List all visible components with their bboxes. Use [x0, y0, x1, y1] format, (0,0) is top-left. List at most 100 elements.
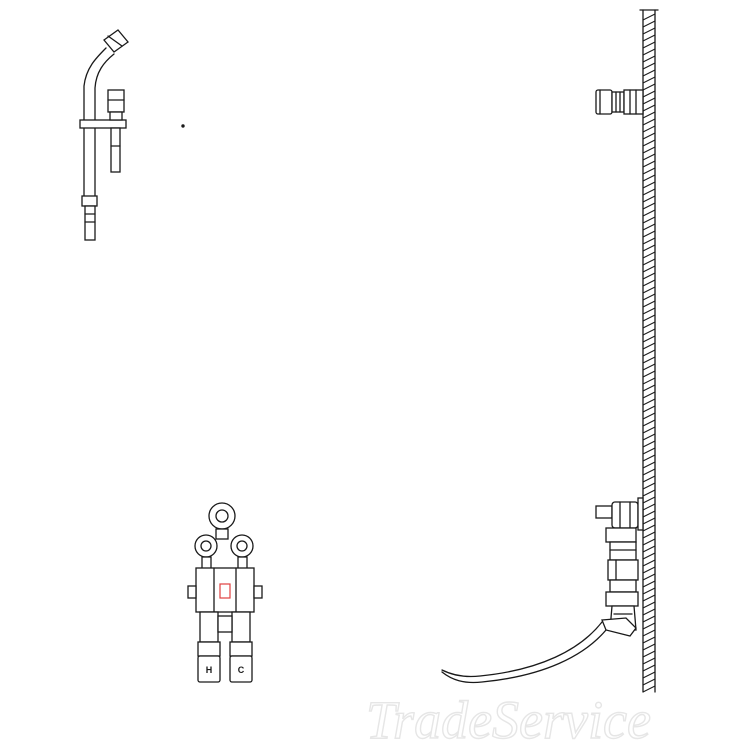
hatch-line [642, 538, 656, 546]
hatch-line [642, 671, 656, 679]
hatch-line [642, 657, 656, 665]
shower-arm-side-view [79, 29, 185, 241]
hatch-line [642, 552, 656, 560]
hatch-line [642, 615, 656, 623]
hatch-line [642, 419, 656, 427]
hatch-line [642, 34, 656, 42]
hatch-line [642, 664, 656, 672]
hatch-line [642, 685, 656, 693]
hatch-line [642, 580, 656, 588]
hatch-line [642, 251, 656, 259]
hatch-line [642, 293, 656, 301]
hatch-line [642, 13, 656, 21]
hatch-line [642, 300, 656, 308]
hatch-line [642, 426, 656, 434]
cold-label: C [238, 665, 245, 675]
hatch-line [642, 594, 656, 602]
red-indicator-marker [219, 583, 231, 599]
hatch-line [642, 174, 656, 182]
hatch-line [642, 55, 656, 63]
hatch-line [642, 601, 656, 609]
hatch-line [642, 202, 656, 210]
watermark-logo: TradeService [366, 690, 651, 750]
hatch-line [642, 104, 656, 112]
hatch-line [642, 76, 656, 84]
hatch-line [642, 622, 656, 630]
hatch-line [642, 27, 656, 35]
hatch-line [642, 447, 656, 455]
hatch-line [642, 496, 656, 504]
hatch-line [642, 377, 656, 385]
hatch-line [642, 342, 656, 350]
hatch-line [642, 629, 656, 637]
hatch-line [642, 314, 656, 322]
hatch-line [642, 531, 656, 539]
hatch-line [642, 244, 656, 252]
hatch-line [642, 328, 656, 336]
hatch-line [642, 181, 656, 189]
hatch-line [642, 160, 656, 168]
hatch-line [642, 335, 656, 343]
hatch-line [642, 216, 656, 224]
hatch-line [642, 146, 656, 154]
hatch-line [642, 517, 656, 525]
hatch-line [642, 62, 656, 70]
hatch-line [642, 587, 656, 595]
hatch-line [642, 678, 656, 686]
wall-shower-head [595, 89, 644, 115]
hatch-line [642, 307, 656, 315]
hatch-line [642, 643, 656, 651]
hatch-line [642, 608, 656, 616]
hatch-line [642, 636, 656, 644]
hatch-line [642, 188, 656, 196]
hatch-line [642, 363, 656, 371]
hatch-line [642, 566, 656, 574]
hatch-line [642, 650, 656, 658]
hatch-line [642, 391, 656, 399]
hatch-line [642, 279, 656, 287]
wall-hatching [642, 13, 656, 693]
hatch-line [642, 524, 656, 532]
hatch-line [642, 412, 656, 420]
hatch-line [642, 223, 656, 231]
hatch-line [642, 286, 656, 294]
hatch-line [642, 139, 656, 147]
hatch-line [642, 265, 656, 273]
hatch-line [642, 69, 656, 77]
mixing-valve-front-view: H C [187, 502, 263, 683]
hatch-line [642, 398, 656, 406]
hatch-line [642, 153, 656, 161]
hatch-line [642, 321, 656, 329]
hot-label: H [206, 665, 213, 675]
wall-section [639, 9, 659, 693]
hatch-line [642, 167, 656, 175]
hatch-line [642, 195, 656, 203]
hatch-line [642, 48, 656, 56]
hatch-line [642, 454, 656, 462]
hatch-line [642, 230, 656, 238]
hatch-line [642, 489, 656, 497]
hatch-line [642, 468, 656, 476]
hatch-line [642, 559, 656, 567]
hatch-line [642, 20, 656, 28]
hatch-line [642, 132, 656, 140]
hatch-line [642, 97, 656, 105]
hatch-line [642, 237, 656, 245]
hatch-line [642, 433, 656, 441]
hatch-line [642, 125, 656, 133]
hatch-line [642, 258, 656, 266]
hatch-line [642, 503, 656, 511]
hatch-line [642, 384, 656, 392]
hatch-line [642, 510, 656, 518]
hatch-line [642, 83, 656, 91]
hatch-line [642, 461, 656, 469]
hatch-line [642, 573, 656, 581]
hatch-line [642, 482, 656, 490]
hatch-line [642, 111, 656, 119]
hatch-line [642, 475, 656, 483]
hatch-line [642, 272, 656, 280]
hatch-line [642, 41, 656, 49]
hatch-line [642, 90, 656, 98]
hatch-line [642, 349, 656, 357]
